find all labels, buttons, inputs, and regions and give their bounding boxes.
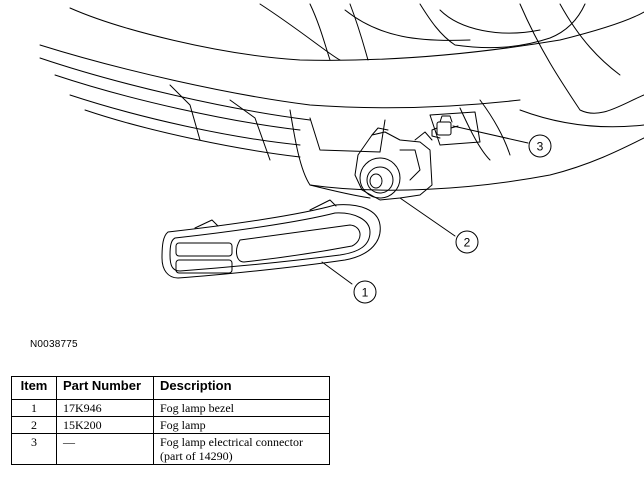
cell-description: Fog lamp bezel	[153, 399, 330, 417]
table-row: 3 — Fog lamp electrical connector (part …	[11, 433, 330, 465]
fog-lamp-bezel	[161, 199, 381, 279]
cell-item: 3	[11, 433, 57, 465]
cell-description: Fog lamp electrical connector (part of 1…	[153, 433, 330, 465]
callout-3: 3	[528, 134, 552, 158]
svg-text:2: 2	[464, 236, 471, 250]
fog-lamp-exploded-diagram: 1 2 3	[39, 3, 644, 304]
cell-description: Fog lamp	[153, 416, 330, 434]
table-row: 1 17K946 Fog lamp bezel	[11, 399, 330, 417]
cell-item: 2	[11, 416, 57, 434]
leader-lines	[321, 125, 529, 285]
table-row: 2 15K200 Fog lamp	[11, 416, 330, 434]
cell-part-number: —	[56, 433, 154, 465]
svg-text:3: 3	[537, 140, 544, 154]
callout-2: 2	[455, 230, 479, 254]
cell-part-number: 15K200	[56, 416, 154, 434]
vehicle-body-outline	[39, 3, 644, 199]
figure-id: N0038775	[30, 339, 78, 350]
cell-part-number: 17K946	[56, 399, 154, 417]
header-item: Item	[11, 376, 57, 400]
parts-table: Item Part Number Description 1 17K946 Fo…	[11, 376, 330, 465]
header-part-number: Part Number	[56, 376, 154, 400]
table-header-row: Item Part Number Description	[11, 376, 330, 400]
header-description: Description	[153, 376, 330, 400]
svg-text:1: 1	[362, 286, 369, 300]
fog-lamp	[354, 127, 433, 201]
cell-item: 1	[11, 399, 57, 417]
fog-lamp-connector	[431, 115, 459, 139]
callout-1: 1	[353, 280, 377, 304]
